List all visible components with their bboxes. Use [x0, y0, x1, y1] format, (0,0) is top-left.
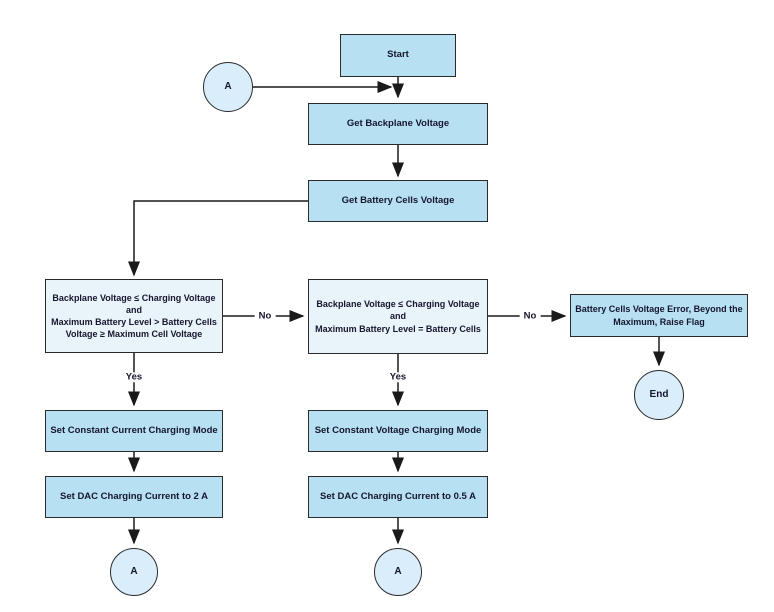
connector-a-bottom-left: A [110, 548, 158, 596]
process-set-dac-current-2a: Set DAC Charging Current to 2 A [45, 476, 223, 518]
process-battery-voltage-error-flag: Battery Cells Voltage Error, Beyond the … [570, 294, 748, 337]
edge-label-no-left: No [254, 311, 276, 321]
process-set-dac-current-05a: Set DAC Charging Current to 0.5 A [308, 476, 488, 518]
decision-constant-current-condition: Backplane Voltage ≤ Charging Voltage and… [45, 279, 223, 353]
process-get-battery-cells-voltage: Get Battery Cells Voltage [308, 180, 488, 222]
connector-a-bottom-middle: A [374, 548, 422, 596]
edge-label-yes-left: Yes [121, 372, 147, 382]
end-node: End [634, 370, 684, 420]
connector-a-top: A [203, 62, 253, 112]
edge-label-yes-middle: Yes [385, 372, 411, 382]
start-node: Start [340, 34, 456, 77]
process-set-constant-voltage-mode: Set Constant Voltage Charging Mode [308, 410, 488, 452]
process-get-backplane-voltage: Get Backplane Voltage [308, 103, 488, 145]
edge-label-no-right: No [519, 311, 541, 321]
process-set-constant-current-mode: Set Constant Current Charging Mode [45, 410, 223, 452]
decision-constant-voltage-condition: Backplane Voltage ≤ Charging Voltage and… [308, 279, 488, 354]
